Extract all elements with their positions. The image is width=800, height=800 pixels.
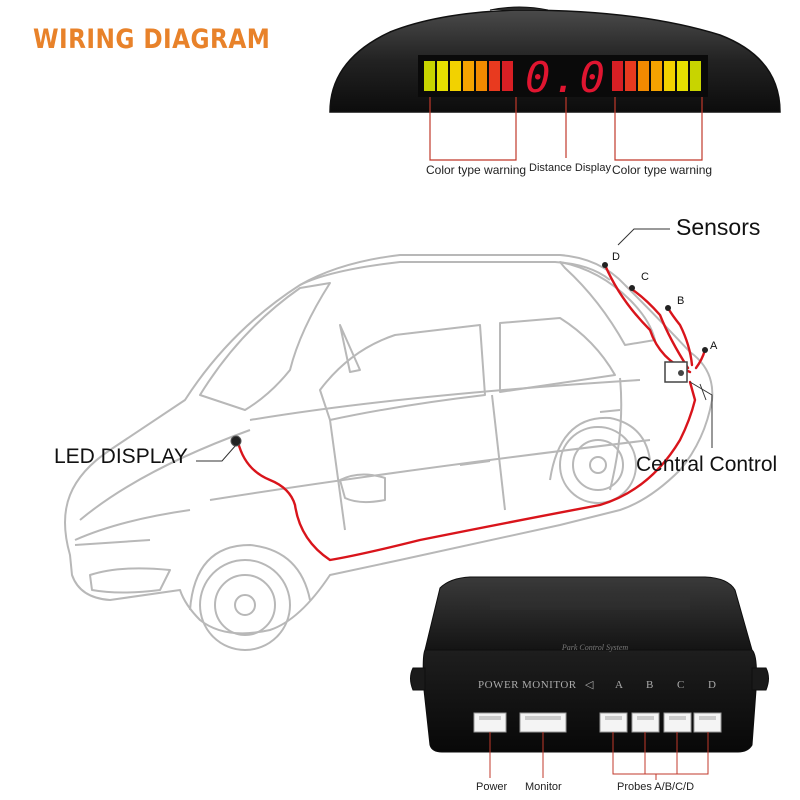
box-top <box>424 576 753 651</box>
left-segment <box>424 61 435 91</box>
right-segment <box>690 61 701 91</box>
power-label: Power <box>476 781 508 793</box>
right-segment <box>612 61 623 91</box>
dashboard-led-unit <box>230 435 242 447</box>
left-segment <box>450 61 461 91</box>
port-label-monitor: MONITOR <box>522 679 577 691</box>
left-segment <box>489 61 500 91</box>
right-segment <box>651 61 662 91</box>
right-warning-segments <box>612 61 701 91</box>
probes-leader <box>612 732 709 775</box>
sensor-letter-c: C <box>641 271 649 283</box>
right-segment <box>664 61 675 91</box>
display-wire <box>236 380 697 562</box>
sensors-leader <box>617 228 670 246</box>
right-segment <box>677 61 688 91</box>
box-brand: Park Control System <box>561 643 629 652</box>
central-control-module <box>664 361 688 383</box>
speaker-icon: ◁ <box>585 679 594 691</box>
sensor-wire-b <box>666 306 694 367</box>
mounting-tab-right <box>751 667 769 691</box>
sensors-callout: Sensors <box>676 214 761 240</box>
left-segment <box>476 61 487 91</box>
right-color-warning-text: Color type warning <box>612 163 713 177</box>
connector-c <box>663 712 692 733</box>
connector-power <box>473 712 507 733</box>
led-display-unit: 0.0 <box>329 6 781 113</box>
connector-monitor <box>519 712 567 733</box>
left-segment <box>502 61 513 91</box>
left-color-warning-text: Color type warning <box>426 163 527 177</box>
display-callouts <box>429 97 703 161</box>
mounting-tab-left <box>410 667 426 691</box>
distance-display-label: Distance Display <box>529 162 611 174</box>
right-segment <box>625 61 636 91</box>
port-label-d: D <box>708 679 716 691</box>
sensor-wire-c <box>628 286 690 370</box>
wiring-harness <box>236 263 707 562</box>
sensor-dots <box>602 262 708 353</box>
diagram-title: WIRING DIAGRAM <box>33 24 271 55</box>
led-display-leader <box>196 444 237 462</box>
left-color-warning-label: Color type warning <box>426 164 526 177</box>
left-segment <box>463 61 474 91</box>
right-color-warning-label: Color type warning <box>612 164 712 177</box>
right-segment <box>638 61 649 91</box>
connector-b <box>631 712 660 733</box>
port-label-power: POWER <box>478 679 519 691</box>
sensor-letter-b: B <box>677 295 684 307</box>
distance-reading: 0.0 <box>525 53 607 102</box>
box-front <box>422 649 757 753</box>
left-segment <box>437 61 448 91</box>
central-control-leader <box>689 381 713 448</box>
central-control-callout: Central Control <box>636 453 778 476</box>
connector-a <box>599 712 628 733</box>
connector-d <box>693 712 722 733</box>
sensor-letter-a: A <box>710 340 718 352</box>
port-label-a: A <box>615 679 623 691</box>
control-box: Park Control System POWER MONITOR A B C … <box>410 576 769 753</box>
monitor-label: Monitor <box>525 781 562 793</box>
port-label-c: C <box>677 679 685 691</box>
car-outline <box>64 254 714 651</box>
led-display-callout: LED DISPLAY <box>54 445 188 468</box>
probes-label: Probes A/B/C/D <box>617 781 695 793</box>
sensor-letter-d: D <box>612 251 620 263</box>
left-warning-segments <box>424 61 513 91</box>
port-label-b: B <box>646 679 654 691</box>
